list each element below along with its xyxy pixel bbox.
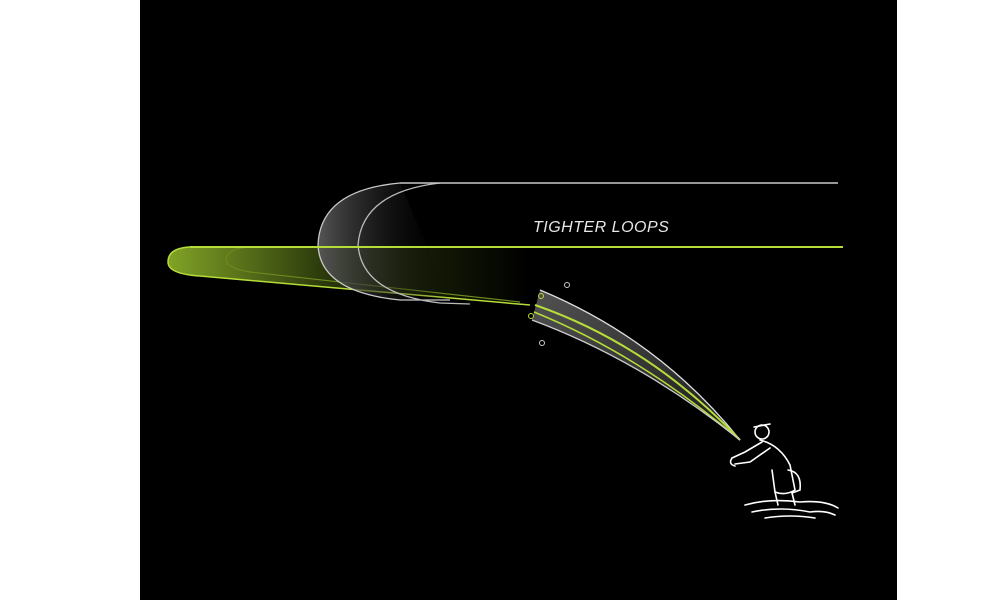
tighter-loops-caption: TIGHTER LOOPS	[533, 219, 670, 236]
outer-loop	[317, 182, 450, 301]
rod-green	[534, 304, 741, 441]
inner-loop	[357, 182, 471, 305]
rod-bottom	[531, 319, 741, 441]
rod-arc-fill	[532, 290, 740, 440]
backcast-inner-loop	[225, 246, 521, 303]
backcast-line-lower	[167, 246, 531, 306]
angler-icon	[729, 423, 839, 519]
rod-top	[539, 289, 741, 441]
rod-green-2	[533, 311, 741, 441]
rod-tip-markers	[528, 282, 570, 346]
